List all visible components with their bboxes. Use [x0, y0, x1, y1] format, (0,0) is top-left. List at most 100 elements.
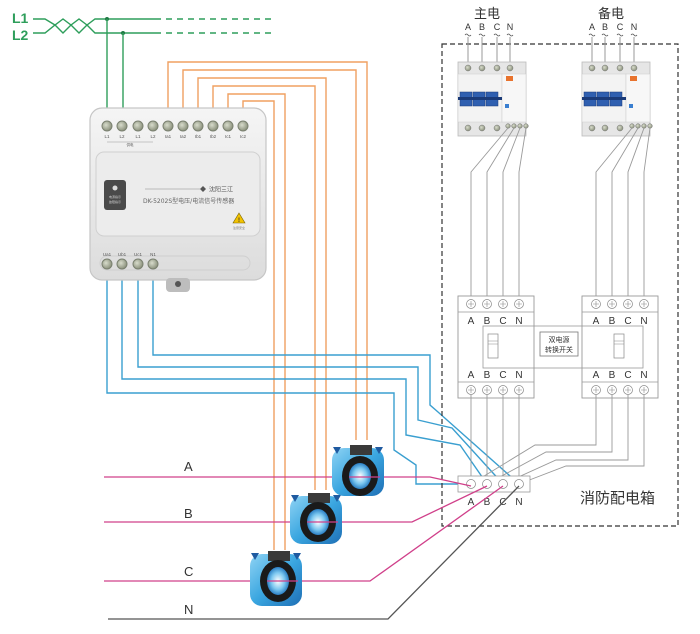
l2-label: L2 — [12, 27, 29, 43]
uc1-wire — [137, 268, 504, 485]
ib2-wire — [212, 85, 316, 490]
ib1-wire — [197, 77, 327, 490]
ats-phase-label: A — [593, 316, 600, 327]
ats-phase-label: N — [640, 370, 647, 381]
ats-phase-label: N — [515, 370, 522, 381]
terminal-l1[interactable] — [101, 120, 113, 132]
terminal-ua1[interactable] — [101, 258, 113, 270]
phase-bus-labels: A B C N — [184, 459, 193, 617]
phase-label: N — [507, 22, 514, 32]
indicator-text-1: 电源指示 — [109, 194, 121, 199]
main-phase-labels: A B C N — [465, 22, 513, 32]
ats-phase-label: A — [468, 316, 475, 327]
ats-phase-label: C — [499, 370, 506, 381]
terminal-ia2[interactable] — [177, 120, 189, 132]
l1-wire — [33, 18, 155, 26]
phase-b-line — [104, 485, 488, 523]
warning-icon-glyph: ! — [238, 218, 240, 224]
terminal-label: L1 — [135, 134, 141, 139]
current-transformer-b — [290, 493, 342, 544]
terminal-ic2[interactable] — [237, 120, 249, 132]
cabinet-title: 消防配电箱 — [580, 489, 655, 507]
terminal-block-label: A — [468, 497, 475, 508]
l2-wire — [33, 24, 155, 34]
sensor-face-panel — [95, 151, 261, 237]
bottom-terminal-row — [101, 258, 159, 270]
indicator-panel — [104, 180, 126, 210]
current-transformer-a — [332, 445, 384, 496]
terminal-label: Ia1 — [165, 134, 172, 139]
ats-phase-label: C — [624, 370, 631, 381]
n1-wire — [152, 268, 520, 485]
ats-label-box — [539, 331, 579, 357]
ct-mount-tabs — [291, 495, 341, 502]
phase-label: N — [631, 22, 638, 32]
terminal-a[interactable] — [466, 479, 476, 489]
terminal-n1[interactable] — [147, 258, 159, 270]
terminal-label: L2 — [119, 134, 125, 139]
terminal-ib2[interactable] — [207, 120, 219, 132]
ua1-wire — [106, 268, 471, 485]
ct-mount-tabs — [333, 447, 383, 454]
terminal-label: Ia2 — [180, 134, 187, 139]
ct-mount-tabs — [251, 553, 301, 560]
phase-label: A — [465, 22, 471, 32]
terminal-c[interactable] — [498, 479, 508, 489]
ats-phase-label: B — [609, 370, 616, 381]
bus-label-b: B — [184, 506, 193, 521]
terminal-label: Ub1 — [118, 252, 127, 257]
sensor-module: L1 L2 L1 L2 Ia1 Ia2 Ib1 Ib2 Ic1 Ic2 供电 电… — [89, 107, 267, 292]
ia1-wire — [167, 61, 368, 440]
rcd-module — [501, 73, 527, 123]
neutral-line — [108, 485, 520, 620]
ats-handle-main[interactable] — [487, 333, 499, 359]
terminal-ic1[interactable] — [222, 120, 234, 132]
terminal-ub1[interactable] — [116, 258, 128, 270]
brand-name: 沈阳三江 — [209, 186, 233, 194]
phase-label: B — [602, 22, 608, 32]
ats-phase-label: N — [640, 316, 647, 327]
supply-lines: L1 L2 — [12, 10, 272, 123]
ats-handle-backup[interactable] — [613, 333, 625, 359]
bus-label-c: C — [184, 564, 193, 579]
backup-phase-labels: A B C N — [589, 22, 637, 32]
ats-phase-label: B — [484, 370, 491, 381]
ac-symbols — [464, 33, 638, 37]
ub1-wire — [121, 268, 488, 485]
phase-c-line — [104, 485, 504, 582]
power-led — [112, 185, 118, 191]
bottom-terminal-labels: Ua1 Ub1 Uc1 N1 — [103, 252, 156, 257]
terminal-label: Ic1 — [225, 134, 232, 139]
terminal-block-label: N — [515, 497, 522, 508]
test-button[interactable] — [506, 76, 513, 81]
din-clip-hole — [175, 281, 181, 287]
ct-terminal-cap — [268, 551, 290, 561]
terminal-l2[interactable] — [116, 120, 128, 132]
terminal-uc1[interactable] — [132, 258, 144, 270]
terminal-label: Ib2 — [210, 134, 217, 139]
terminal-l1-b[interactable] — [132, 120, 144, 132]
terminal-b[interactable] — [482, 479, 492, 489]
rcd-indicator — [629, 104, 633, 108]
terminal-ia1[interactable] — [162, 120, 174, 132]
test-button[interactable] — [630, 76, 637, 81]
indicator-text-2: 故障指示 — [109, 199, 121, 204]
ct-window — [349, 463, 371, 489]
terminal-label: L1 — [104, 134, 110, 139]
backup-breaker — [581, 61, 653, 137]
ats-label-line2: 转换开关 — [545, 345, 573, 354]
l1-label: L1 — [12, 10, 29, 26]
breaker-toggle-bar — [458, 97, 502, 100]
phase-through-ct — [267, 476, 380, 582]
ats-phase-label: B — [609, 316, 616, 327]
terminal-ib1[interactable] — [192, 120, 204, 132]
ia2-wire — [182, 69, 357, 440]
top-terminal-row — [101, 120, 249, 132]
ats-phase-label: A — [593, 370, 600, 381]
terminal-n[interactable] — [514, 479, 524, 489]
ats-phase-label: N — [515, 316, 522, 327]
terminal-l2-b[interactable] — [147, 120, 159, 132]
breaker-output-wires — [470, 127, 651, 298]
terminal-label: L2 — [150, 134, 156, 139]
